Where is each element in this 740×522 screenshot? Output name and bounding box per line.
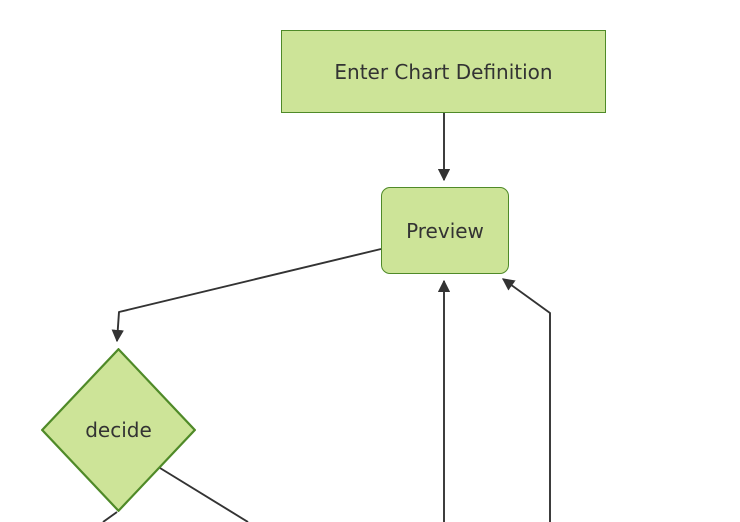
edge-preview-to-decide bbox=[111, 248, 382, 343]
edge-inbound-right-to-preview bbox=[501, 278, 551, 522]
diamond-shape bbox=[41, 348, 196, 512]
node-label-preview: Preview bbox=[406, 218, 484, 243]
node-decide[interactable]: decide bbox=[41, 348, 196, 512]
node-label-decide: decide bbox=[85, 418, 152, 442]
edge-decide-out-right bbox=[159, 467, 249, 522]
node-label-enter-chart-definition: Enter Chart Definition bbox=[334, 59, 553, 84]
node-preview[interactable]: Preview bbox=[381, 187, 509, 274]
diamond-label-wrap: decide bbox=[41, 348, 196, 512]
node-enter-chart-definition[interactable]: Enter Chart Definition bbox=[281, 30, 606, 113]
edge-decide-out-bottom bbox=[102, 511, 118, 522]
